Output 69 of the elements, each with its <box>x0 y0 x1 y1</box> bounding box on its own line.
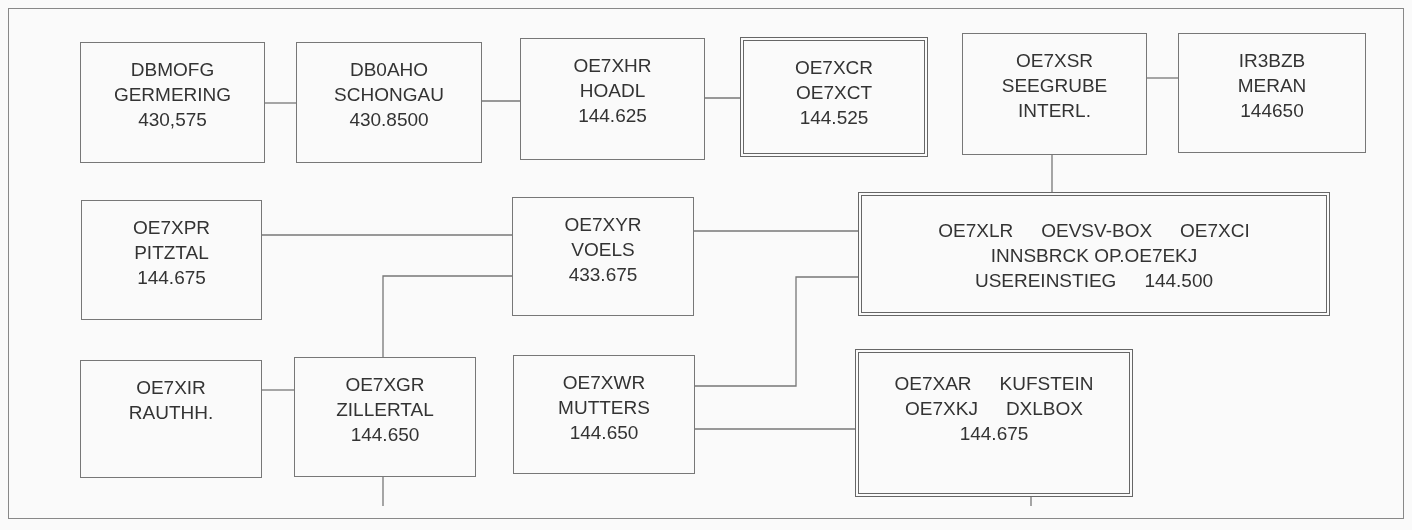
station-box <box>962 33 1147 155</box>
station-label: OE7XCT <box>796 81 872 105</box>
station-label: 144.650 <box>350 423 420 447</box>
station-label: DXLBOX <box>1005 397 1083 421</box>
station-label: 430,575 <box>138 108 207 132</box>
station-label: 433.675 <box>568 263 638 287</box>
connector-line <box>261 389 295 391</box>
station-label: ZILLERTAL <box>336 398 434 422</box>
station-box <box>520 38 705 160</box>
station-box <box>855 349 1133 497</box>
station-label: 144.625 <box>578 104 647 128</box>
station-label: USEREINSTIEG <box>974 269 1117 293</box>
connector-line <box>1030 496 1032 507</box>
station-box <box>296 42 482 163</box>
connector-line <box>481 100 521 102</box>
station-label: 430.8500 <box>349 108 429 132</box>
station-label: OEVSV-BOX <box>1041 219 1153 243</box>
station-label: DBMOFG <box>130 58 215 82</box>
station-label: INTERL. <box>1018 99 1091 123</box>
station-label: OE7XIR <box>136 376 206 400</box>
station-label: MUTTERS <box>558 396 650 420</box>
station-label: INNSBRCK OP.OE7EKJ <box>990 244 1198 268</box>
station-label: GERMERING <box>113 83 232 107</box>
station-label: HOADL <box>579 79 646 103</box>
station-label: OE7XKJ <box>905 397 978 421</box>
station-label: 144650 <box>1240 99 1304 123</box>
station-box <box>1178 33 1366 153</box>
connector-line <box>261 234 513 236</box>
station-label: 144.650 <box>569 421 639 445</box>
station-label: 144.525 <box>799 106 869 130</box>
connector-line <box>694 428 856 430</box>
station-label: OE7XHR <box>573 54 652 78</box>
station-box <box>294 357 476 477</box>
station-label: RAUTHH. <box>128 401 214 425</box>
connector-line <box>382 476 384 507</box>
station-box <box>80 360 262 478</box>
station-label: 144.500 <box>1144 269 1214 293</box>
station-label: SCHONGAU <box>334 83 444 107</box>
station-box <box>512 197 694 316</box>
station-label: OE7XLR <box>938 219 1014 243</box>
station-label: OE7XAR <box>894 372 972 396</box>
station-label: PITZTAL <box>134 241 209 265</box>
station-box <box>80 42 265 163</box>
station-label: OE7XPR <box>132 216 211 240</box>
station-label: OE7XGR <box>345 373 425 397</box>
station-label: KUFSTEIN <box>999 372 1094 396</box>
station-label: SEEGRUBE <box>1001 74 1108 98</box>
connector-line <box>1051 154 1053 193</box>
station-box <box>858 192 1330 316</box>
station-box <box>81 200 262 320</box>
connector-line <box>382 275 513 358</box>
station-label: OE7XYR <box>564 213 642 237</box>
station-label: OE7XWR <box>562 371 646 395</box>
station-label: MERAN <box>1237 74 1307 98</box>
station-label: OE7XSR <box>1015 49 1094 73</box>
connector-line <box>694 276 859 387</box>
connector-line <box>693 230 859 232</box>
station-label: 144.675 <box>137 266 206 290</box>
station-label: OE7XCI <box>1180 219 1250 243</box>
station-box <box>513 355 695 474</box>
station-label: IR3BZB <box>1238 49 1306 73</box>
connector-line <box>704 97 741 99</box>
station-label: 144.675 <box>959 422 1029 446</box>
station-label: OE7XCR <box>794 56 874 80</box>
station-box <box>740 37 928 157</box>
station-label: DB0AHO <box>349 58 429 82</box>
connector-line <box>1146 77 1179 79</box>
connector-line <box>264 102 297 104</box>
station-label: VOELS <box>571 238 635 262</box>
